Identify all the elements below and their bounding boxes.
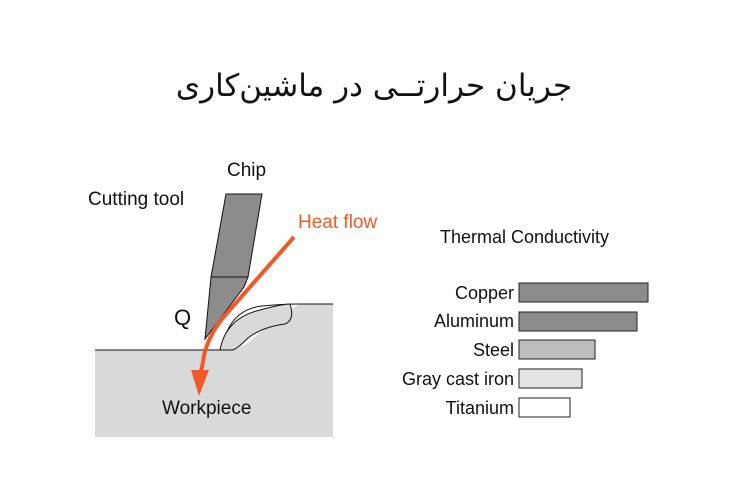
bar-label-steel: Steel [472, 340, 514, 360]
bar-titanium [518, 397, 571, 418]
bar-steel [518, 339, 596, 360]
workpiece-label: Workpiece [162, 398, 252, 419]
chip-curl [219, 303, 293, 351]
cutting-tool-shape [210, 193, 263, 278]
bar-label-copper: Copper [454, 283, 514, 303]
chart-title: Thermal Conductivity [440, 227, 610, 247]
bar-aluminum [518, 311, 638, 332]
bar-label-aluminum: Aluminum [433, 311, 514, 331]
heat-flow-label: Heat flow [298, 212, 378, 233]
bar-gray-cast-iron [518, 368, 583, 389]
q-label: Q [174, 305, 192, 330]
cutting-tool-label: Cutting tool [88, 189, 185, 210]
page-title: جریان حرارتــی در ماشین‌کاری [175, 68, 573, 104]
workpiece-shape [95, 304, 333, 437]
bar-copper [518, 282, 649, 303]
heat-flow-arrow [198, 235, 296, 377]
chip-label: Chip [227, 160, 267, 181]
bar-label-titanium: Titanium [445, 398, 514, 418]
bar-label-gray-cast-iron: Gray cast iron [401, 369, 514, 389]
